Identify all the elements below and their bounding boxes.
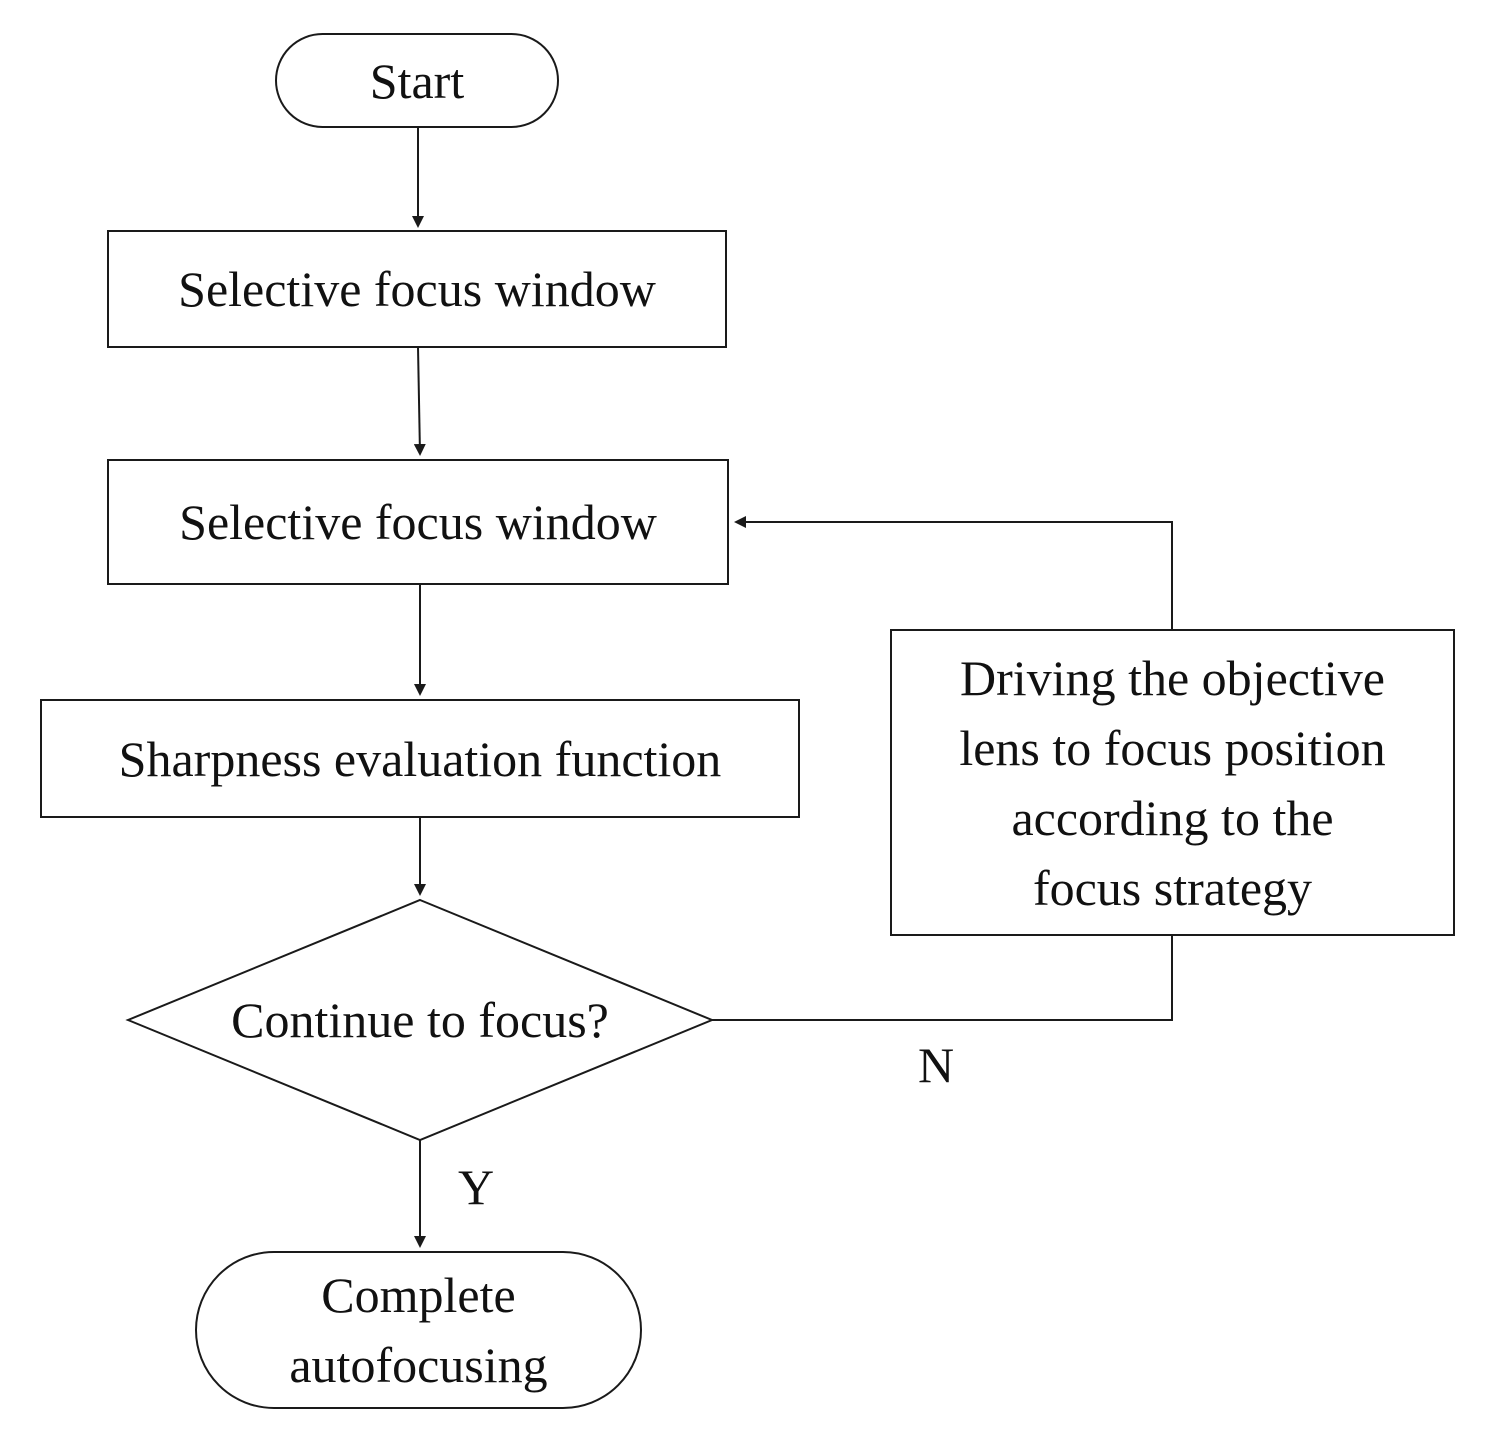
start-terminal: Start <box>275 33 559 128</box>
step3-label: Sharpness evaluation function <box>118 730 722 787</box>
start-label: Start <box>369 52 465 109</box>
step2-label: Selective focus window <box>179 494 657 550</box>
end-terminal: Complete autofocusing <box>195 1251 642 1409</box>
drive-line-2: lens to focus position <box>959 719 1386 776</box>
step1-label: Selective focus window <box>178 261 656 317</box>
drive-line-3: according to the <box>1011 789 1334 846</box>
end-line-1: Complete <box>321 1267 516 1323</box>
edge-label-no: N <box>918 1037 955 1093</box>
decision-text: Continue to focus? <box>231 992 609 1048</box>
process-box-step3: Sharpness evaluation function <box>40 699 800 818</box>
arrow-drive-to-step2 <box>734 516 1173 629</box>
process-box-step1: Selective focus window <box>107 230 727 348</box>
decision-label: Continue to focus? <box>128 980 712 1060</box>
arrow-decision-no-to-drive <box>712 935 1173 1021</box>
drive-line-1: Driving the objective <box>960 649 1385 706</box>
edge-label-yes: Y <box>458 1159 495 1215</box>
process-box-step2: Selective focus window <box>107 459 729 585</box>
end-line-2: autofocusing <box>289 1337 548 1393</box>
process-box-drive: Driving the objective lens to focus posi… <box>890 629 1455 936</box>
arrow-step1-to-step2 <box>413 346 426 456</box>
drive-line-4: focus strategy <box>1032 859 1313 916</box>
